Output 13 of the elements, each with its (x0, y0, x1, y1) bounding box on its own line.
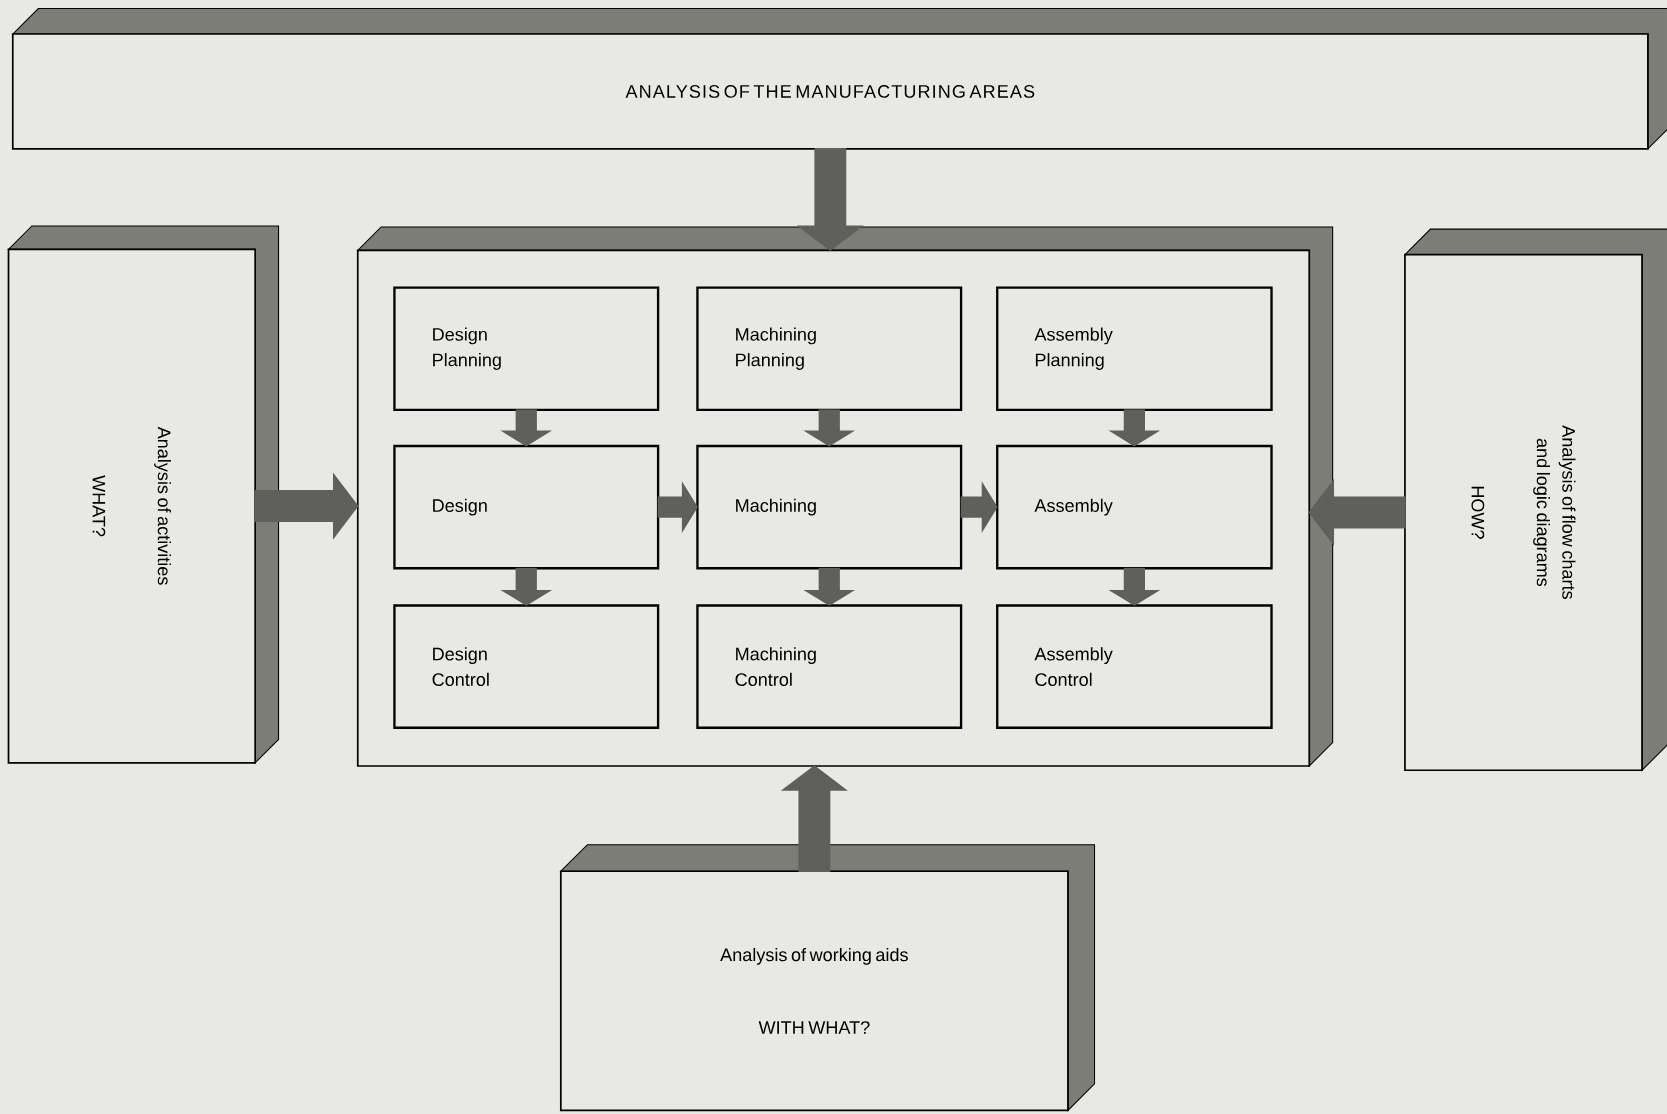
process-box: Design Planning (393, 286, 660, 411)
process-box: Machining Control (696, 604, 963, 729)
block-box: Analysis of flow charts and logic diagrams HOW? (1404, 253, 1643, 771)
process-box: Design Control (393, 604, 660, 729)
block-box: Analysis of working aids WITH WHAT? (559, 870, 1069, 1112)
process-box: Machining (696, 444, 963, 570)
heading-box: ANALYSIS OF THE MANUFACTURING AREAS (11, 33, 1649, 150)
process-box: Assembly Planning (996, 286, 1273, 411)
process-box: Assembly Control (996, 604, 1273, 729)
process-box: Assembly (996, 444, 1273, 570)
block-box: Analysis of activities WHAT? (7, 248, 256, 764)
process-box: Design (393, 444, 660, 570)
process-box: Machining Planning (696, 286, 963, 411)
